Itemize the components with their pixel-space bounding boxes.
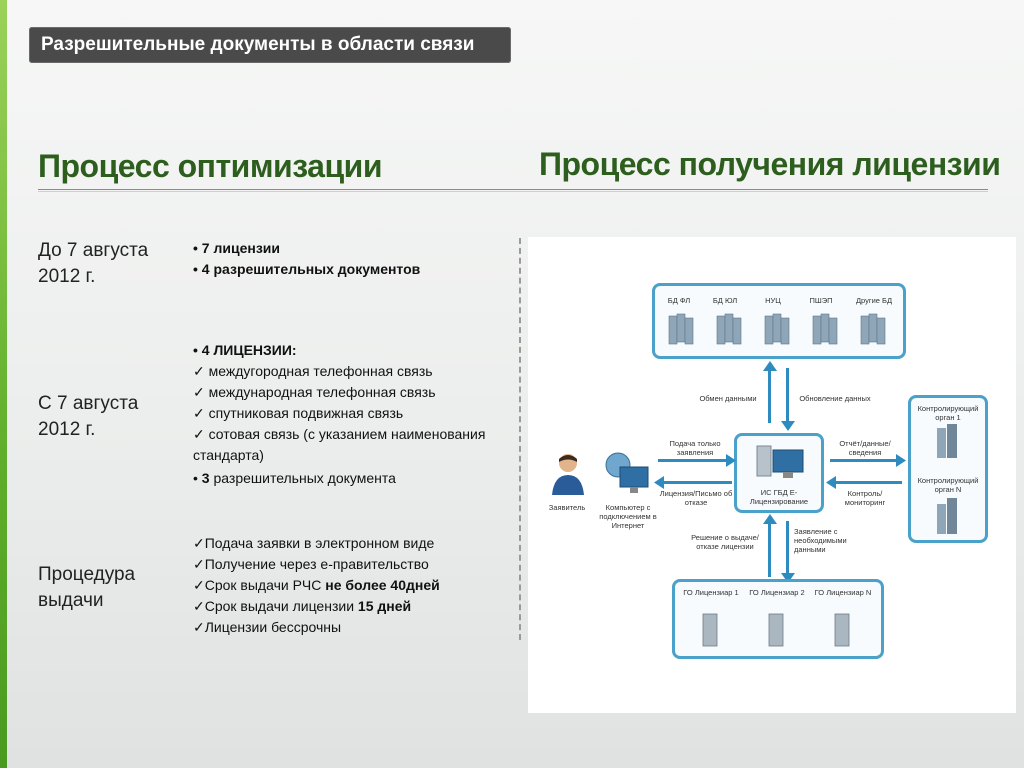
db-label: НУЦ: [765, 296, 781, 305]
arrow-request-head: [781, 573, 795, 583]
center-label: ИС ГБД Е-Лицензирование: [749, 488, 809, 506]
section-label-after: С 7 августа 2012 г.: [38, 393, 139, 440]
list-item: ✓Срок выдачи лицензии 15 дней: [193, 598, 412, 614]
submit-label: Подача только заявления: [669, 439, 721, 457]
list-before: • 7 лицензии • 4 разрешительных документ…: [193, 238, 420, 280]
slide-title: Разрешительные документы в области связи: [29, 27, 511, 63]
list-item: ✓ междугородная телефонная связь: [193, 363, 433, 379]
list-item: ✓Срок выдачи РЧС не более 40дней: [193, 577, 440, 593]
arrow-submit: [658, 459, 728, 462]
licensor-label: ГО Лицензиар 1: [683, 588, 739, 597]
heading-divider: [38, 189, 988, 190]
column-divider: [519, 238, 521, 640]
right-heading: Процесс получения лицензии: [539, 146, 1001, 182]
list-item: ✓ международная телефонная связь: [193, 384, 436, 400]
db-label: Другие БД: [855, 296, 893, 305]
arrow-report-head: [896, 454, 906, 467]
arrow-up-head: [763, 361, 777, 371]
list-procedure: ✓Подача заявки в электронном виде ✓Получ…: [193, 533, 440, 638]
arrow-request: [786, 521, 789, 575]
applicant-icon: [552, 454, 584, 495]
licensing-process-diagram: БД ФЛ БД ЮЛ НУЦ ПШЭП Другие БД Обмен дан…: [528, 237, 1016, 713]
control-label: Контроль/ мониторинг: [844, 489, 886, 507]
list-item: • 4 разрешительных документов: [193, 261, 421, 277]
reply-label: Лицензия/Письмо об отказе: [659, 489, 733, 507]
arrow-report: [830, 459, 898, 462]
building-icon: [937, 498, 957, 534]
licensors-box: ГО Лицензиар 1 ГО Лицензиар 2 ГО Лицензи…: [672, 579, 884, 659]
building-icon: [937, 424, 957, 458]
internet-computer-icon: [605, 452, 649, 493]
arrow-decision-head: [763, 514, 777, 524]
heading-divider-shadow: [38, 191, 988, 192]
arrow-reply-head: [654, 476, 664, 489]
controller-n-label: Контролирующий орган N: [917, 476, 979, 494]
list-item: ✓Лицензии бессрочны: [193, 619, 342, 635]
licensor-server-icons: [702, 613, 850, 647]
list-item: ✓ спутниковая подвижная связь: [193, 405, 404, 421]
list-item: • 3 разрешительных документа: [193, 470, 396, 486]
arrow-down: [786, 368, 789, 423]
server-stack-icons: [668, 313, 886, 345]
left-heading: Процесс оптимизации: [38, 148, 382, 184]
arrow-down-head: [781, 421, 795, 431]
arrow-control: [834, 481, 902, 484]
arrow-control-head: [826, 476, 836, 489]
computer-label: Компьютер с подключением в Интернет: [599, 503, 657, 530]
arrow-decision: [768, 521, 771, 577]
db-label: ПШЭП: [809, 296, 833, 305]
arrow-up: [768, 368, 771, 423]
list-item: • 4 ЛИЦЕНЗИИ:: [193, 342, 297, 358]
databases-box: БД ФЛ БД ЮЛ НУЦ ПШЭП Другие БД: [652, 283, 906, 359]
central-system-box: ИС ГБД Е-Лицензирование: [734, 433, 824, 513]
accent-bar: [0, 0, 7, 768]
db-label: БД ФЛ: [667, 296, 691, 305]
exchange-label: Обмен данными: [699, 394, 757, 403]
controller-1-label: Контролирующий орган 1: [917, 404, 979, 422]
report-label: Отчёт/данные/ сведения: [839, 439, 891, 457]
list-item: ✓ сотовая связь (с указанием наименовани…: [193, 426, 486, 463]
licensor-label: ГО Лицензиар N: [814, 588, 872, 597]
controllers-box: Контролирующий орган 1 Контролирующий ор…: [908, 395, 988, 543]
computer-icon: [756, 445, 804, 478]
decision-label: Решение о выдаче/ отказе лицензии: [691, 533, 759, 551]
update-label: Обновление данных: [799, 394, 871, 403]
section-label-procedure: Процедура выдачи: [38, 564, 136, 611]
arrow-reply: [662, 481, 732, 484]
request-label: Заявление с необходимыми данными: [794, 527, 847, 554]
list-item: • 7 лицензии: [193, 240, 280, 256]
section-label-before: До 7 августа 2012 г.: [38, 240, 149, 287]
licensor-label: ГО Лицензиар 2: [749, 588, 805, 597]
list-after: • 4 ЛИЦЕНЗИИ: ✓ междугородная телефонная…: [193, 340, 523, 489]
arrow-submit-head: [726, 454, 736, 467]
db-label: БД ЮЛ: [712, 296, 738, 305]
list-item: ✓Получение через е-правительство: [193, 556, 429, 572]
applicant-label: Заявитель: [548, 503, 586, 512]
list-item: ✓Подача заявки в электронном виде: [193, 535, 435, 551]
